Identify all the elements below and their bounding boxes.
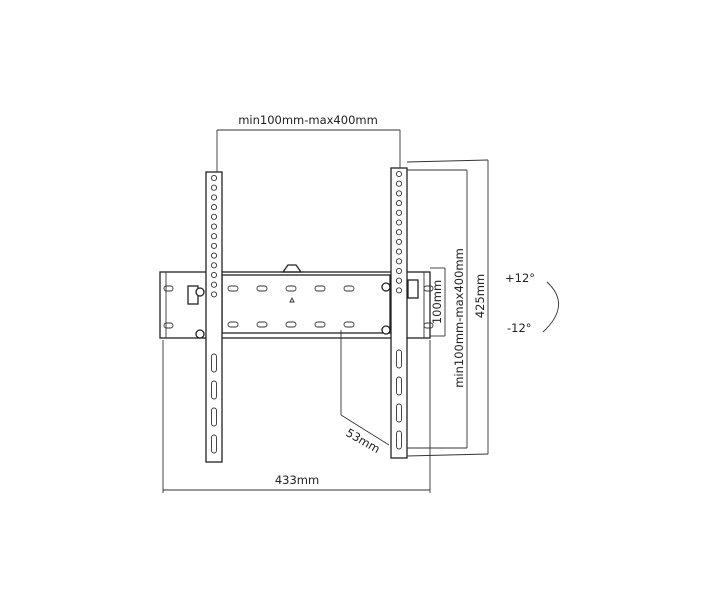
mount-hole (395, 287, 403, 294)
wall-slot (285, 285, 297, 292)
vesa-horizontal-label: min100mm-max400mm (238, 113, 378, 127)
vesa-vertical-label: min100mm-max400mm (452, 248, 466, 388)
mount-slot (211, 353, 217, 373)
wall-slot (163, 285, 174, 292)
mount-hole (210, 291, 218, 298)
mount-hole (210, 184, 218, 191)
mount-hole (210, 223, 218, 230)
wall-slot (285, 321, 297, 328)
plate-height-dimension: 100mm (430, 267, 446, 337)
depth-dimension: 53mm (340, 330, 390, 456)
mount-hole (210, 233, 218, 240)
wall-slot (163, 322, 174, 329)
mount-hole (210, 271, 218, 279)
left-arm (205, 171, 223, 463)
mount-hole (210, 281, 218, 288)
level-bubble (281, 264, 303, 273)
mount-hole (210, 204, 218, 211)
mount-hole (395, 190, 403, 197)
tilt-knobs (187, 279, 419, 339)
wall-slot (423, 285, 434, 292)
wall-slot (314, 321, 326, 328)
mount-hole (210, 242, 218, 249)
right-arm (390, 167, 408, 459)
mount-slot (211, 407, 217, 427)
vesa-horizontal-dimension: min100mm-max400mm (216, 113, 401, 172)
mount-hole (395, 209, 403, 216)
mount-slot (211, 380, 217, 400)
mount-hole (210, 194, 218, 201)
mount-hole (395, 267, 403, 275)
arm-height-label: 425mm (473, 274, 487, 318)
mount-hole (210, 174, 218, 182)
tilt-indicator: +12° -12° (505, 271, 560, 335)
mount-hole (395, 277, 403, 284)
mount-hole (210, 213, 218, 220)
tilt-down-label: -12° (507, 321, 532, 335)
mount-hole (395, 180, 403, 187)
mount-hole (395, 170, 403, 178)
mount-hole (395, 258, 403, 265)
wall-slot (314, 285, 326, 292)
wall-slot (423, 322, 434, 329)
arrow-up-icon (289, 296, 295, 303)
mount-hole (210, 252, 218, 259)
wall-slot (227, 321, 239, 328)
width-dimension: 433mm (162, 340, 431, 493)
mount-slot (396, 403, 402, 423)
mount-hole (395, 229, 403, 236)
depth-label: 53mm (344, 425, 383, 456)
mount-hole (395, 200, 403, 207)
vesa-vertical-dimension: min100mm-max400mm (407, 169, 468, 449)
mount-hole (210, 262, 218, 269)
mount-hole (395, 248, 403, 255)
width-label: 433mm (275, 473, 319, 487)
wall-slot (343, 321, 355, 328)
wall-slot (256, 285, 268, 292)
mount-hole (395, 238, 403, 245)
wall-slot (343, 285, 355, 292)
mount-slot (211, 434, 217, 454)
wall-slot (256, 321, 268, 328)
arm-height-dimension: 425mm (406, 159, 489, 457)
mount-hole (395, 219, 403, 226)
mount-slot (396, 430, 402, 450)
tilt-arc-icon (542, 281, 560, 333)
plate-height-label: 100mm (430, 280, 444, 324)
mount-slot (396, 376, 402, 396)
tilt-up-label: +12° (505, 271, 535, 285)
mount-slot (396, 349, 402, 369)
wall-slot (227, 285, 239, 292)
